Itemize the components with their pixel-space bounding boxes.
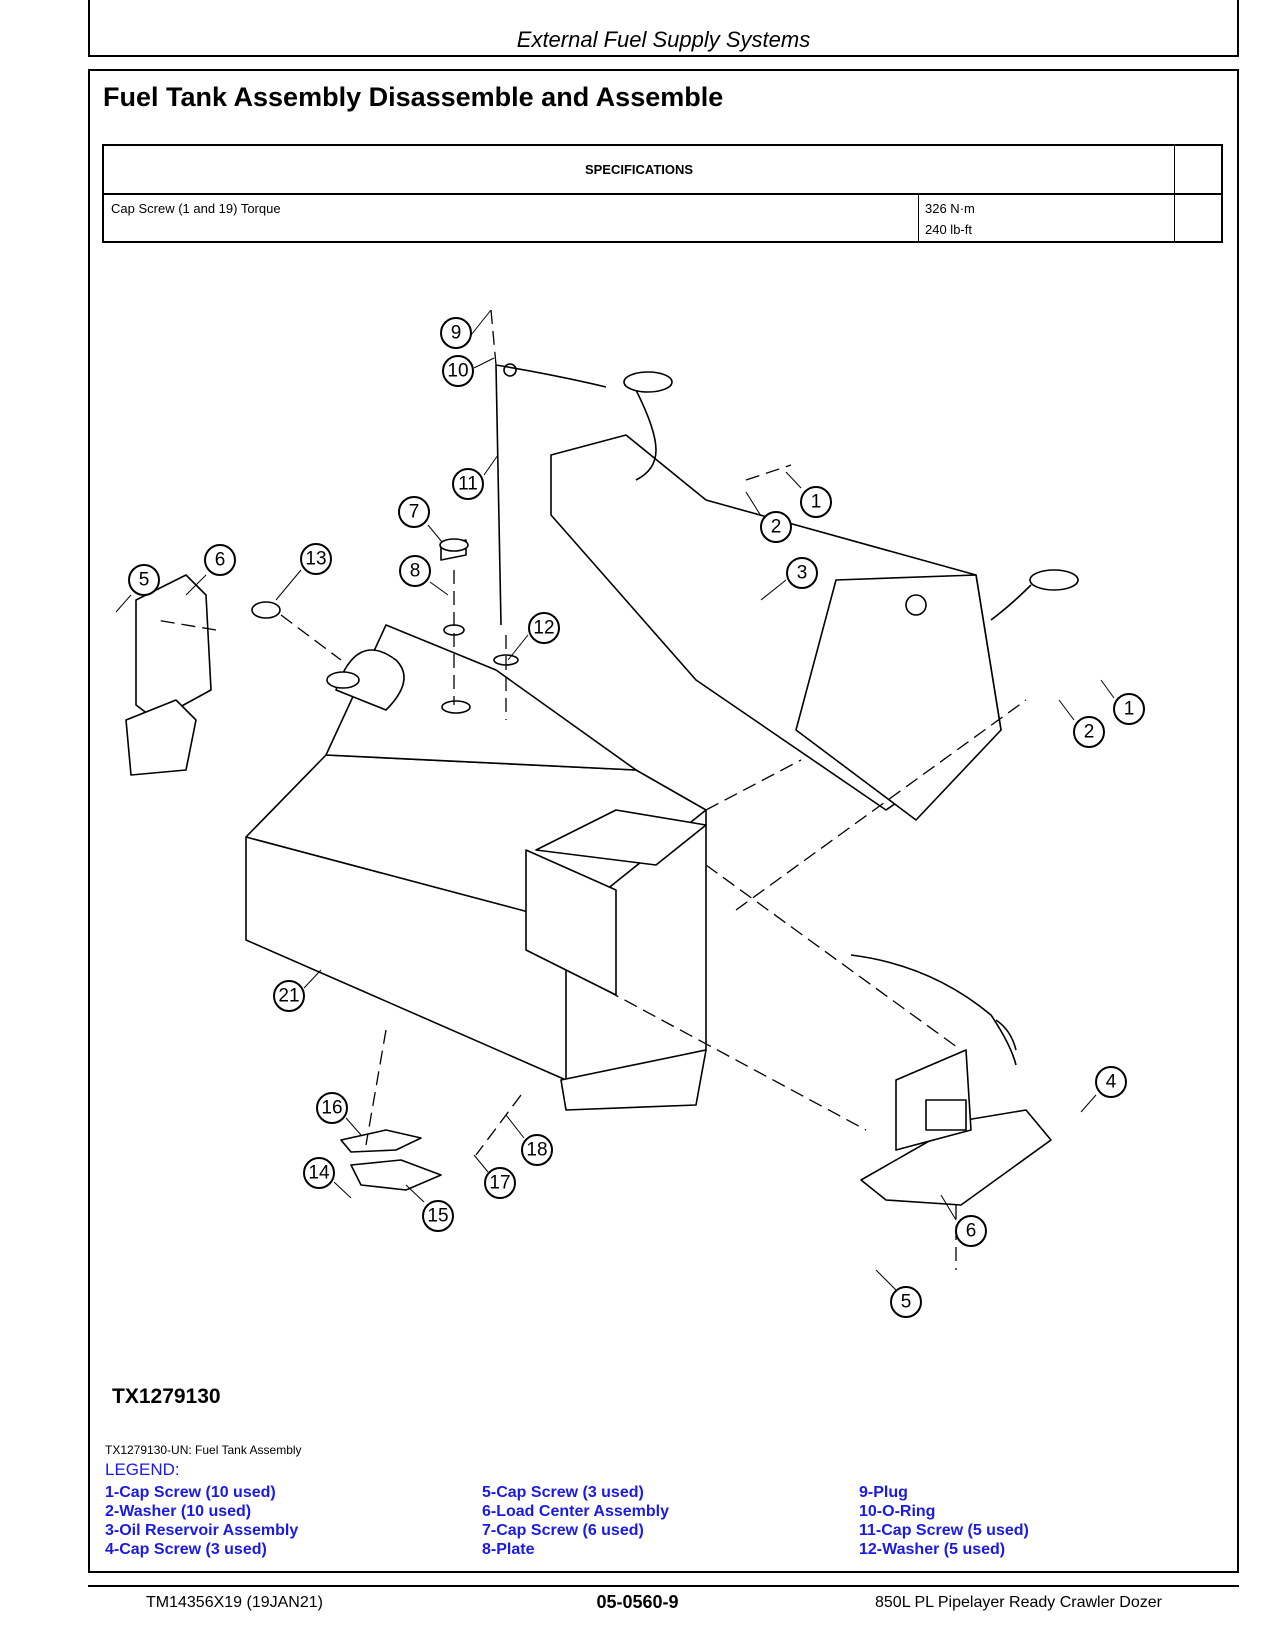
callout-6: 6: [940, 1194, 987, 1247]
specifications-table: SPECIFICATIONS Cap Screw (1 and 19) Torq…: [102, 144, 1223, 243]
callout-13: 11: [452, 454, 499, 500]
small-parts: [251, 363, 519, 1191]
callout-2a: 2: [745, 491, 792, 543]
plate: [125, 574, 212, 776]
svg-text:1: 1: [1124, 699, 1135, 720]
section-title: External Fuel Supply Systems: [516, 27, 811, 52]
callout-4: 4: [1080, 1066, 1127, 1113]
callout-3: 3: [760, 557, 818, 601]
legend-item: 4-Cap Screw (3 used): [105, 1541, 267, 1558]
oil-reservoir-assembly: [550, 371, 1079, 821]
legend-item: 6-Load Center Assembly: [482, 1503, 670, 1520]
callout-21: 21: [273, 969, 322, 1012]
svg-text:16: 16: [321, 1098, 342, 1119]
svg-text:11: 11: [458, 474, 478, 495]
svg-text:6: 6: [215, 550, 226, 571]
spec-value-imperial: 240 lb-ft: [925, 222, 972, 237]
svg-text:5: 5: [901, 1292, 912, 1313]
legend-item: 3-Oil Reservoir Assembly: [105, 1522, 299, 1539]
fuel-sender-rod: [495, 364, 502, 626]
footer-page-number: 05-0560-9: [596, 1592, 679, 1612]
svg-text:2: 2: [1084, 722, 1095, 743]
table-divider: [104, 193, 1221, 195]
svg-text:3: 3: [797, 563, 808, 584]
callout-20: 18: [505, 1114, 553, 1166]
legend-column-2: 5-Cap Screw (3 used) 6-Load Center Assem…: [482, 1483, 669, 1559]
svg-text:12: 12: [533, 618, 554, 639]
assembly-guide-lines: [155, 309, 1027, 1270]
fuel-tank-body: [245, 624, 707, 1111]
svg-text:13: 13: [305, 549, 326, 570]
footer-divider: [88, 1585, 1239, 1587]
callout-12: 10: [442, 355, 495, 387]
svg-text:7: 7: [409, 502, 420, 523]
svg-text:18: 18: [526, 1140, 547, 1161]
page-title: Fuel Tank Assembly Disassemble and Assem…: [103, 82, 724, 112]
footer-doc-id: TM14356X19 (19JAN21): [146, 1594, 323, 1611]
callout-14: 12: [507, 612, 560, 661]
fuel-tank-exploded-drawing: 9 10 11 7 8 12 13 6 5 1 2 3 1 2 4 6 5 21…: [115, 309, 1145, 1318]
callout-15: 13: [275, 543, 332, 601]
content-frame: [88, 69, 1239, 1573]
table-divider: [1174, 146, 1175, 241]
figure-caption: TX1279130-UN: Fuel Tank Assembly: [105, 1443, 302, 1457]
svg-text:21: 21: [278, 986, 299, 1007]
callout-11: 9: [440, 309, 492, 349]
callout-18: 16: [316, 1092, 362, 1136]
callout-1a: 1: [785, 471, 832, 518]
callout-9: 7: [398, 496, 443, 543]
legend-item: 7-Cap Screw (6 used): [482, 1522, 644, 1539]
callout-2b: 2: [1058, 699, 1105, 748]
callout-10: 8: [399, 555, 449, 596]
callout-16: 14: [303, 1157, 352, 1199]
legend-item: 2-Washer (10 used): [105, 1503, 252, 1520]
callout-8: 6: [185, 544, 236, 596]
legend-item: 10-O-Ring: [859, 1503, 936, 1520]
section-header-box: External Fuel Supply Systems: [88, 0, 1239, 57]
svg-text:6: 6: [966, 1221, 977, 1242]
sender-wire: [495, 364, 607, 388]
legend-item: 8-Plate: [482, 1541, 535, 1558]
legend-item: 1-Cap Screw (10 used): [105, 1484, 276, 1501]
callout-5: 5: [875, 1269, 922, 1318]
spec-value-metric: 326 N·m: [925, 201, 975, 216]
footer-product-name: 850L PL Pipelayer Ready Crawler Dozer: [875, 1594, 1162, 1611]
legend-heading: LEGEND:: [105, 1460, 180, 1479]
svg-text:10: 10: [447, 361, 468, 382]
svg-text:5: 5: [139, 570, 150, 591]
figure-id: TX1279130: [112, 1385, 221, 1408]
load-center-assembly: [850, 954, 1052, 1206]
svg-text:2: 2: [771, 517, 782, 538]
specifications-header: SPECIFICATIONS: [584, 162, 694, 177]
exploded-view-diagram: 9 10 11 7 8 12 13 6 5 1 2 3 1 2 4 6 5 21…: [96, 250, 1226, 1370]
legend-column-1: 1-Cap Screw (10 used) 2-Washer (10 used)…: [105, 1483, 298, 1559]
legend-item: 12-Washer (5 used): [859, 1541, 1006, 1558]
svg-text:9: 9: [451, 323, 462, 344]
svg-text:8: 8: [410, 561, 421, 582]
callout-labels: 9 10 11 7 8 12 13 6 5 1 2 3 1 2 4 6 5 21…: [115, 309, 1145, 1318]
svg-text:14: 14: [308, 1163, 330, 1184]
callout-7: 5: [115, 564, 160, 613]
spec-item-label: Cap Screw (1 and 19) Torque: [111, 201, 281, 216]
legend-column-3: 9-Plug 10-O-Ring 11-Cap Screw (5 used) 1…: [859, 1483, 1029, 1559]
svg-text:4: 4: [1106, 1072, 1117, 1093]
legend-item: 9-Plug: [859, 1484, 908, 1501]
svg-text:1: 1: [811, 492, 822, 513]
legend-item: 5-Cap Screw (3 used): [482, 1484, 644, 1501]
callout-17: 15: [405, 1184, 454, 1232]
legend-item: 11-Cap Screw (5 used): [859, 1522, 1029, 1539]
callout-19: 17: [473, 1154, 516, 1199]
callout-1b: 1: [1100, 679, 1145, 725]
svg-text:17: 17: [489, 1173, 510, 1194]
table-divider: [918, 193, 919, 241]
svg-text:15: 15: [427, 1206, 448, 1227]
